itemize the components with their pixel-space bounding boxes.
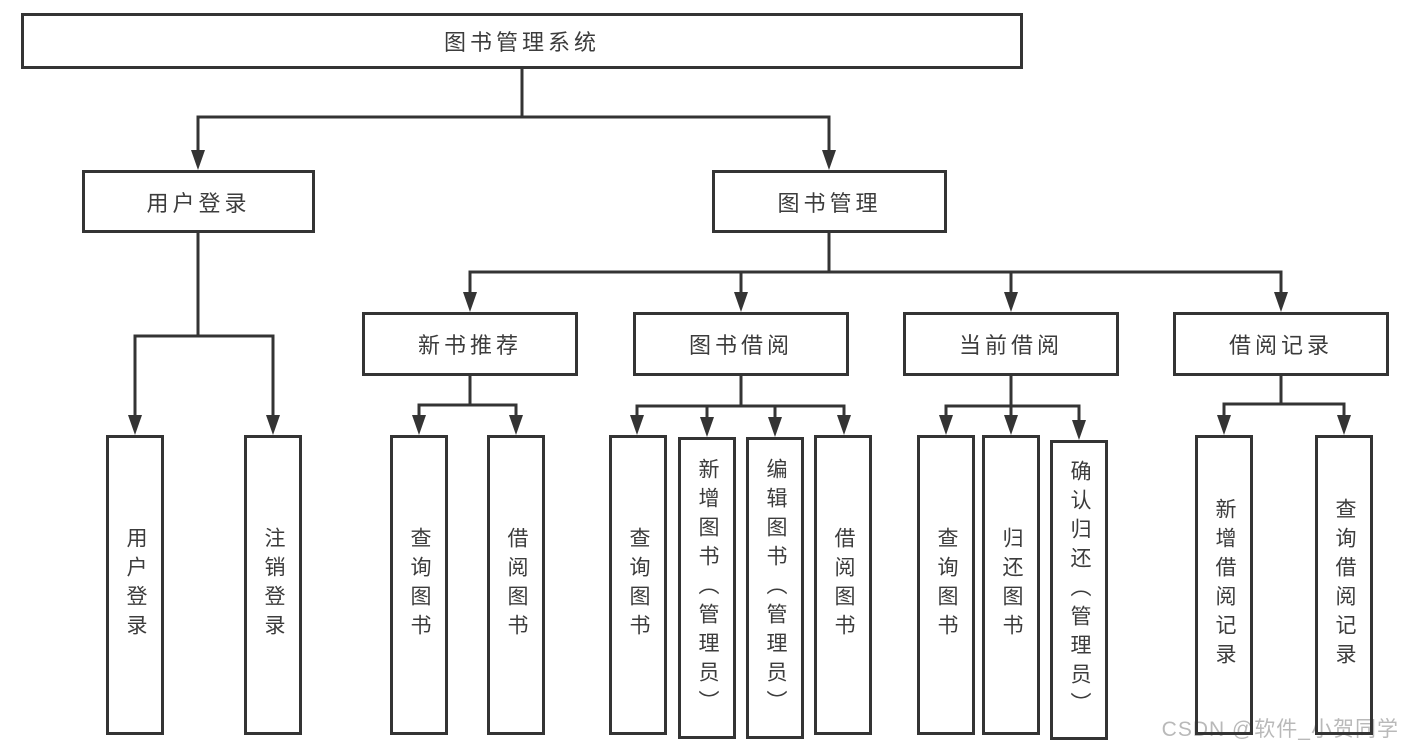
leaf-user-login: 用户登录 [106, 435, 164, 735]
leaf-bb-add-books-admin: 新增图书（管理员） [678, 437, 736, 739]
leaf-bb-edit-books-admin: 编辑图书（管理员） [746, 437, 804, 739]
node-book-borrow: 图书借阅 [633, 312, 849, 376]
node-current-borrow: 当前借阅 [903, 312, 1119, 376]
watermark-text: CSDN @软件_小贺同学 [1161, 718, 1399, 741]
leaf-cb-return-books: 归还图书 [982, 435, 1040, 735]
leaf-nb-borrow-books: 借阅图书 [487, 435, 545, 735]
leaf-cb-confirm-return-admin: 确认归还（管理员） [1050, 440, 1108, 740]
node-user-login: 用户登录 [82, 170, 315, 233]
node-root: 图书管理系统 [21, 13, 1023, 69]
node-book-management: 图书管理 [712, 170, 947, 233]
leaf-br-query-record: 查询借阅记录 [1315, 435, 1373, 735]
leaf-nb-query-books: 查询图书 [390, 435, 448, 735]
node-borrow-records: 借阅记录 [1173, 312, 1389, 376]
leaf-bb-borrow-books: 借阅图书 [814, 435, 872, 735]
leaf-br-add-record: 新增借阅记录 [1195, 435, 1253, 735]
leaf-logout: 注销登录 [244, 435, 302, 735]
leaf-cb-query-books: 查询图书 [917, 435, 975, 735]
leaf-bb-query-books: 查询图书 [609, 435, 667, 735]
node-new-book-recommend: 新书推荐 [362, 312, 578, 376]
